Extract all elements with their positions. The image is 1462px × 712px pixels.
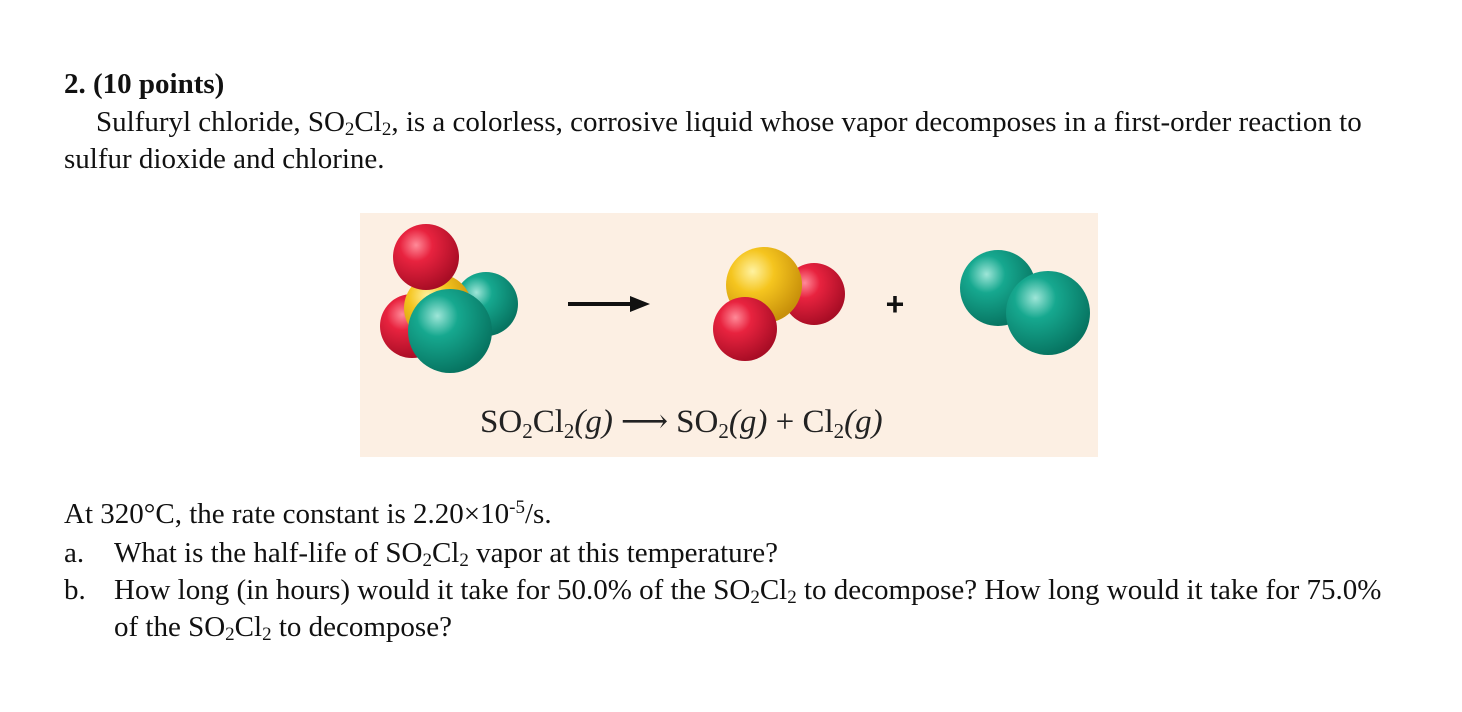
question-b: b.How long (in hours) would it take for …: [64, 574, 1382, 645]
question-list: a.What is the half-life of SO2Cl2 vapor …: [64, 535, 1404, 646]
molecule-illustration: +: [380, 224, 1090, 373]
chlorine-atom: [408, 289, 492, 373]
oxygen-atom: [393, 224, 459, 290]
plus-sign: +: [886, 286, 905, 322]
question-b-marker: b.: [64, 574, 86, 606]
cl2-molecule: [960, 250, 1090, 355]
chlorine-atom: [1006, 271, 1090, 355]
equation-arrow-icon: ⟶: [620, 404, 669, 440]
reaction-figure: + SO2Cl2(g)⟶SO2(g) + Cl2(g): [360, 213, 1098, 457]
question-intro: Sulfuryl chloride, SO2Cl2, is a colorles…: [64, 106, 1362, 175]
so2-molecule: [713, 247, 845, 361]
question-heading: 2. (10 points): [64, 68, 225, 100]
question-a: a.What is the half-life of SO2Cl2 vapor …: [64, 537, 779, 571]
reaction-arrow-icon: [568, 296, 650, 312]
question-a-marker: a.: [64, 537, 85, 569]
oxygen-atom: [713, 297, 777, 361]
rate-constant-statement: At 320°C, the rate constant is 2.20×10-5…: [64, 497, 552, 530]
chemical-equation: SO2Cl2(g)⟶SO2(g) + Cl2(g): [480, 401, 883, 442]
so2cl2-molecule: [380, 224, 518, 373]
